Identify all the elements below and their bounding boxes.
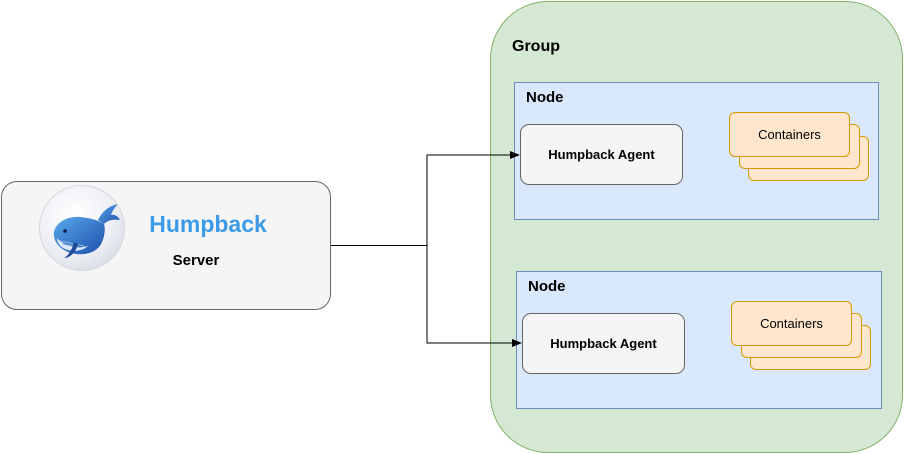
server-subtitle: Server xyxy=(172,252,220,269)
humpback-agent-box: Humpback Agent xyxy=(522,313,685,374)
whale-icon xyxy=(53,204,120,258)
node-label: Node xyxy=(526,89,564,106)
node-label: Node xyxy=(528,278,566,295)
containers-box: Containers xyxy=(729,112,850,157)
whale-logo-icon xyxy=(39,185,125,271)
containers-box: Containers xyxy=(731,301,852,346)
humpback-agent-box: Humpback Agent xyxy=(520,124,683,185)
group-label: Group xyxy=(512,38,560,55)
server-title: Humpback xyxy=(149,211,267,237)
